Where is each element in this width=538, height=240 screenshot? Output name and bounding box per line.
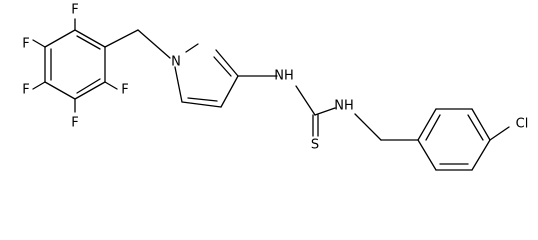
pyrazole-ring	[174, 43, 239, 108]
pentafluorophenyl-ring	[44, 29, 106, 100]
fluorine-label-top: F	[71, 3, 78, 18]
fluorine-label-lower-left: F	[22, 83, 29, 98]
fluorine-label-bottom: F	[71, 116, 78, 131]
fluorine-bonds	[32, 18, 118, 113]
fluorine-label-lower-right: F	[121, 83, 128, 98]
pyrazole-nitrogen-label: N	[171, 55, 181, 70]
thione-sulfur-label: S	[311, 138, 319, 153]
chlorine-label: Cl	[516, 117, 529, 132]
thiourea-group	[237, 75, 336, 137]
benzyl-linker	[104, 29, 171, 59]
chlorobenzyl-group	[354, 108, 510, 171]
amine-nh-label-right: NH	[334, 99, 354, 114]
chemical-structure-diagram: F F F F F N NH NH S Cl	[22, 3, 529, 171]
fluorine-label-upper-left: F	[22, 37, 29, 52]
amine-nh-label-left: NH	[274, 69, 294, 84]
